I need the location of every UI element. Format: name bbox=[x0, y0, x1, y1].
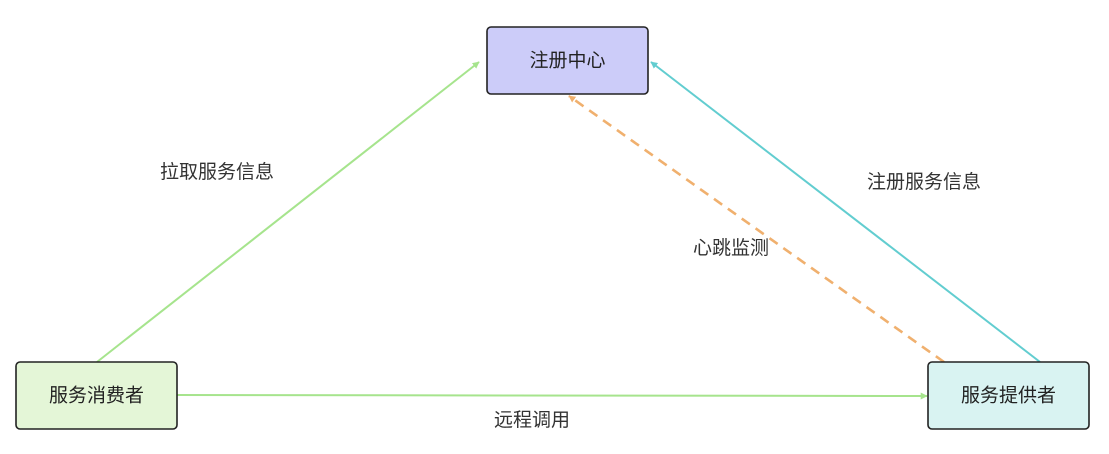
edge-pull-line bbox=[96, 61, 480, 363]
edge-pull-label: 拉取服务信息 bbox=[160, 161, 274, 183]
node-consumer-label: 服务消费者 bbox=[49, 385, 144, 407]
node-provider-label: 服务提供者 bbox=[961, 385, 1056, 407]
edge-heartbeat-label: 心跳监测 bbox=[693, 237, 769, 259]
node-registry[interactable]: 注册中心 bbox=[486, 26, 649, 95]
node-provider[interactable]: 服务提供者 bbox=[927, 361, 1090, 430]
node-provider-box bbox=[927, 361, 1090, 430]
edge-register-label: 注册服务信息 bbox=[867, 171, 981, 193]
node-registry-box bbox=[486, 26, 649, 95]
node-registry-label: 注册中心 bbox=[529, 50, 605, 72]
node-consumer-box bbox=[15, 361, 178, 430]
edge-rpc-label: 远程调用 bbox=[494, 409, 570, 431]
edge-rpc-line bbox=[176, 392, 928, 400]
edge-heartbeat-line bbox=[568, 94, 945, 364]
edge-register-line bbox=[650, 61, 1041, 363]
node-consumer[interactable]: 服务消费者 bbox=[15, 361, 178, 430]
